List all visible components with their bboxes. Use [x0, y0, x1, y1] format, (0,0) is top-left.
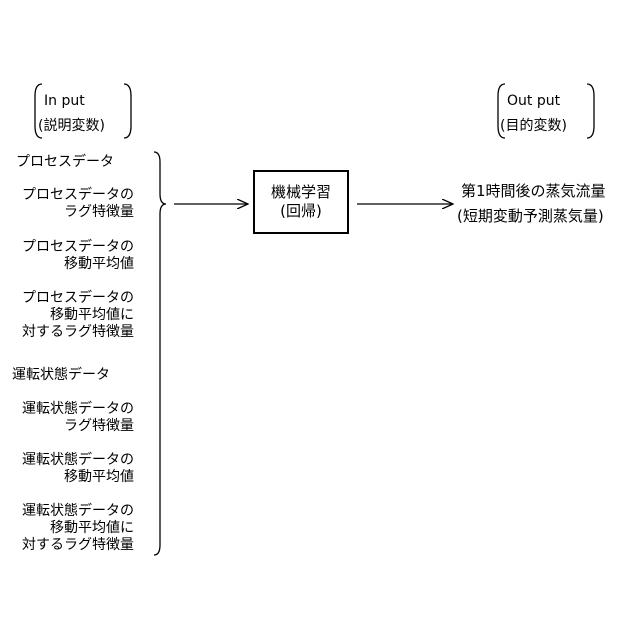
features-curly-brace [154, 152, 166, 555]
feature-line: プロセスデータの [22, 290, 134, 307]
feature-line: プロセスデータの [22, 239, 134, 256]
machine-learning-box: 機械学習 (回帰) [253, 170, 349, 234]
feature-operation-state-lag: 運転状態データの ラグ特徴量 [22, 401, 134, 435]
feature-line: 移動平均値 [22, 469, 134, 486]
feature-line: 対するラグ特徴量 [22, 324, 134, 341]
feature-line: 移動平均値 [22, 256, 134, 273]
feature-operation-state-data: 運転状態データ [12, 367, 110, 384]
output-header-title: Out put [507, 93, 560, 110]
feature-line: プロセスデータの [22, 187, 134, 204]
input-header-title: In put [44, 93, 85, 110]
feature-line: ラグ特徴量 [22, 204, 134, 221]
feature-process-moving-average-lag: プロセスデータの 移動平均値に 対するラグ特徴量 [22, 290, 134, 341]
feature-process-data: プロセスデータ [16, 154, 114, 171]
feature-process-moving-average: プロセスデータの 移動平均値 [22, 239, 134, 273]
input-header-right-bracket [124, 84, 131, 138]
output-header-right-bracket [587, 84, 594, 138]
feature-line: 運転状態データの [22, 503, 134, 520]
feature-line: 運転状態データの [22, 401, 134, 418]
feature-line: 対するラグ特徴量 [22, 537, 134, 554]
output-header-subtitle: (目的変数) [500, 118, 567, 135]
model-title: 機械学習 [271, 183, 331, 202]
output-target: 第1時間後の蒸気流量 [461, 182, 606, 201]
feature-operation-state-moving-average-lag: 運転状態データの 移動平均値に 対するラグ特徴量 [22, 503, 134, 554]
feature-process-lag: プロセスデータの ラグ特徴量 [22, 187, 134, 221]
feature-line: 移動平均値に [22, 520, 134, 537]
feature-line: 移動平均値に [22, 307, 134, 324]
feature-line: ラグ特徴量 [22, 418, 134, 435]
feature-line: 運転状態データの [22, 452, 134, 469]
input-header-subtitle: (説明変数) [38, 118, 105, 135]
output-target-description: (短期変動予測蒸気量) [457, 207, 604, 226]
model-subtitle: (回帰) [280, 202, 322, 221]
feature-operation-state-moving-average: 運転状態データの 移動平均値 [22, 452, 134, 486]
